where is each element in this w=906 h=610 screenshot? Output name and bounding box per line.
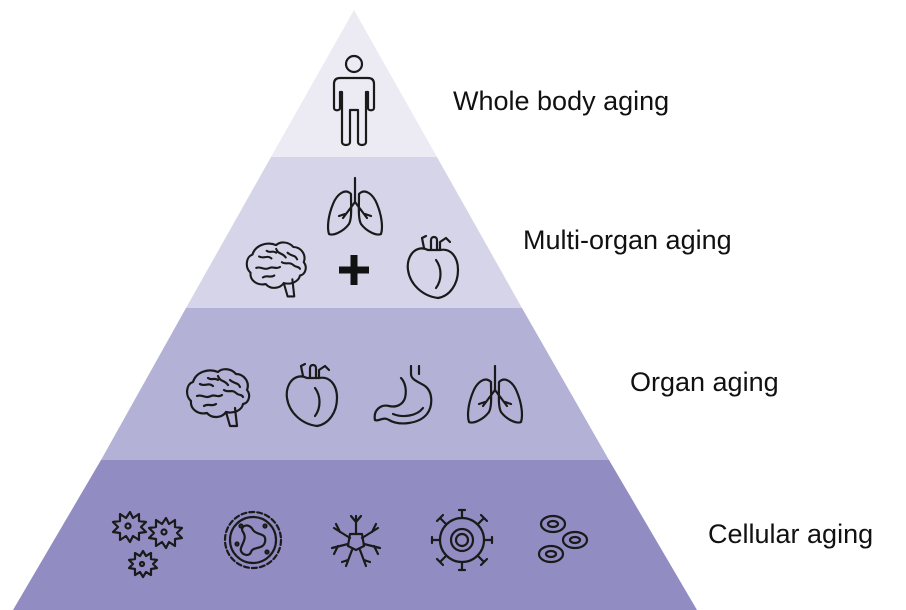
tier-organ [101,308,609,460]
tier-label-whole-body: Whole body aging [453,88,669,115]
tier-whole-body [271,10,437,157]
tier-label-cellular: Cellular aging [708,521,873,548]
tier-label-organ: Organ aging [630,369,779,396]
tier-label-multi-organ: Multi-organ aging [523,227,732,254]
